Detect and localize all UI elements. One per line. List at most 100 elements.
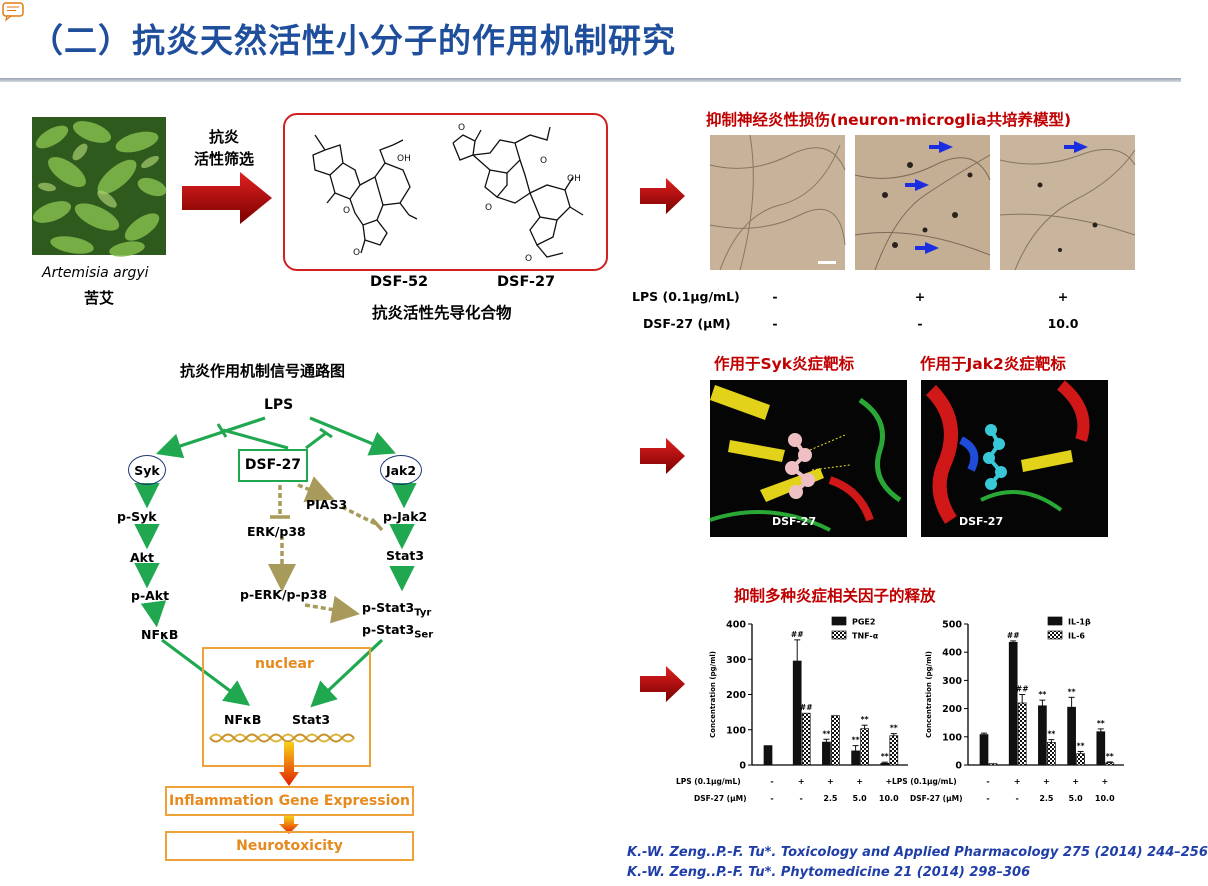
significance-mark: ## (800, 703, 813, 712)
row-value-dsf: 5.0 (1069, 794, 1084, 803)
reference-1[interactable]: K.-W. Zeng..P.-F. Tu*. Toxicology and Ap… (627, 845, 1208, 860)
neuron-row2-value: - (772, 316, 778, 331)
neuron-heading: 抑制神经炎性损伤(neuron-microglia共培养模型) (706, 111, 1072, 129)
svg-text:O: O (540, 156, 547, 166)
row-label-lps: LPS (0.1μg/mL) (892, 777, 957, 786)
significance-mark: ** (1106, 752, 1114, 761)
neuron-row1-value: + (1057, 289, 1069, 304)
significance-mark: ** (881, 752, 889, 761)
pathway-node: p-Stat3Tyr (362, 600, 431, 619)
bar (1047, 742, 1056, 766)
row-value-dsf: - (986, 794, 989, 803)
significance-mark: ## (1007, 631, 1020, 640)
inflammation-box: Inflammation Gene Expression (165, 786, 414, 816)
legend-label: TNF-α (852, 632, 879, 641)
legend-swatch (831, 616, 847, 626)
pathway-node: PIAS3 (306, 497, 348, 512)
legend-label: IL-1β (1068, 618, 1091, 627)
tyr-subscript: Tyr (414, 607, 432, 619)
y-tick-label: 400 (726, 620, 746, 631)
reference-2[interactable]: K.-W. Zeng..P.-F. Tu*. Phytomedicine 21 … (627, 865, 1031, 880)
row-label-lps: LPS (0.1μg/mL) (676, 777, 741, 786)
y-axis-label: Concentration (pg/ml) (925, 651, 933, 738)
bar (860, 728, 869, 766)
factors-heading: 抑制多种炎症相关因子的释放 (734, 587, 936, 605)
legend-label: IL-6 (1068, 632, 1085, 641)
pathway-node: Stat3 (386, 548, 425, 563)
pathway-arrows (134, 416, 417, 628)
y-tick-label: 300 (942, 676, 962, 687)
syk-docking-label: DSF-27 (772, 515, 816, 528)
micrograph-dsf27 (999, 135, 1136, 271)
ser-subscript: Ser (414, 629, 434, 641)
bar (831, 715, 840, 766)
gradient-arrow-icon (279, 816, 299, 834)
compound-label-dsf27: DSF-27 (497, 274, 556, 290)
row-value-lps: - (770, 777, 773, 786)
bar (1008, 641, 1018, 766)
neuron-row2-value: - (917, 316, 923, 331)
row-value-lps: + (827, 777, 834, 786)
row-value-lps: - (986, 777, 989, 786)
bar (880, 762, 890, 766)
bar (1038, 705, 1047, 766)
arrow-docking-icon (640, 438, 685, 474)
arrow-markers (905, 141, 953, 254)
pathway-node: p-Stat3Ser (362, 622, 433, 641)
micrograph-lps (854, 135, 991, 271)
row-label-dsf: DSF-27 (μM) (694, 794, 747, 803)
bar (792, 660, 802, 766)
significance-mark: ## (1016, 685, 1029, 694)
row-value-dsf: 10.0 (879, 794, 899, 803)
row-label-dsf: DSF-27 (μM) (910, 794, 963, 803)
row-value-dsf: 10.0 (1095, 794, 1115, 803)
screen-arrow-icon (182, 172, 272, 224)
arrow-factors-icon (640, 666, 685, 702)
compound-label-dsf52: DSF-52 (370, 274, 429, 290)
svg-text:O: O (458, 123, 465, 133)
gradient-arrow-icon (279, 742, 299, 786)
nuclear-stat3: Stat3 (292, 712, 331, 727)
row-value-lps: + (1101, 777, 1108, 786)
screen-label-1: 抗炎 (208, 128, 239, 146)
bar (801, 712, 811, 766)
jak2-heading: 作用于Jak2炎症靶标 (920, 355, 1066, 373)
row-value-lps: + (856, 777, 863, 786)
svg-text:O: O (485, 203, 492, 213)
pathway-node: p-Syk (117, 509, 157, 524)
bar (1096, 731, 1106, 766)
y-tick-label: 200 (726, 690, 746, 701)
y-axis-label: Concentration (pg/ml) (709, 651, 717, 738)
y-tick-label: 100 (942, 732, 962, 743)
pathway-node: p-ERK/p-p38 (240, 587, 328, 602)
bar (1105, 762, 1115, 766)
compounds-caption: 抗炎活性先导化合物 (372, 304, 512, 322)
significance-mark: ** (1047, 730, 1055, 739)
pathway-node: p-Akt (131, 588, 170, 603)
bar (822, 741, 831, 766)
bar (763, 745, 773, 766)
row-value-dsf: 5.0 (853, 794, 868, 803)
page-title: （二）抗炎天然活性小分子的作用机制研究 (30, 21, 676, 60)
dna-icon (209, 733, 355, 743)
significance-mark: ** (1038, 690, 1046, 699)
bar (1076, 753, 1085, 766)
comment-icon[interactable] (2, 2, 24, 22)
artemisia-photo (32, 117, 167, 257)
neuron-row1-value: - (772, 289, 778, 304)
syk-heading: 作用于Syk炎症靶标 (714, 355, 855, 373)
legend-swatch (1047, 630, 1063, 640)
y-tick-label: 500 (942, 620, 962, 631)
row-value-dsf: 2.5 (823, 794, 838, 803)
compound-structures: OH O O OH O O O O (312, 123, 584, 264)
pathway-node: p-Jak2 (383, 509, 428, 524)
pathway-node: Jak2 (380, 455, 422, 485)
compound-box: OH O O OH O O O O (283, 113, 608, 271)
p-stat3-tyr-label: p-Stat3 (362, 600, 415, 615)
significance-mark: ## (791, 630, 804, 639)
legend-label: PGE2 (852, 618, 875, 627)
pathway-node: LPS (264, 397, 294, 413)
significance-mark: ** (1077, 741, 1085, 750)
